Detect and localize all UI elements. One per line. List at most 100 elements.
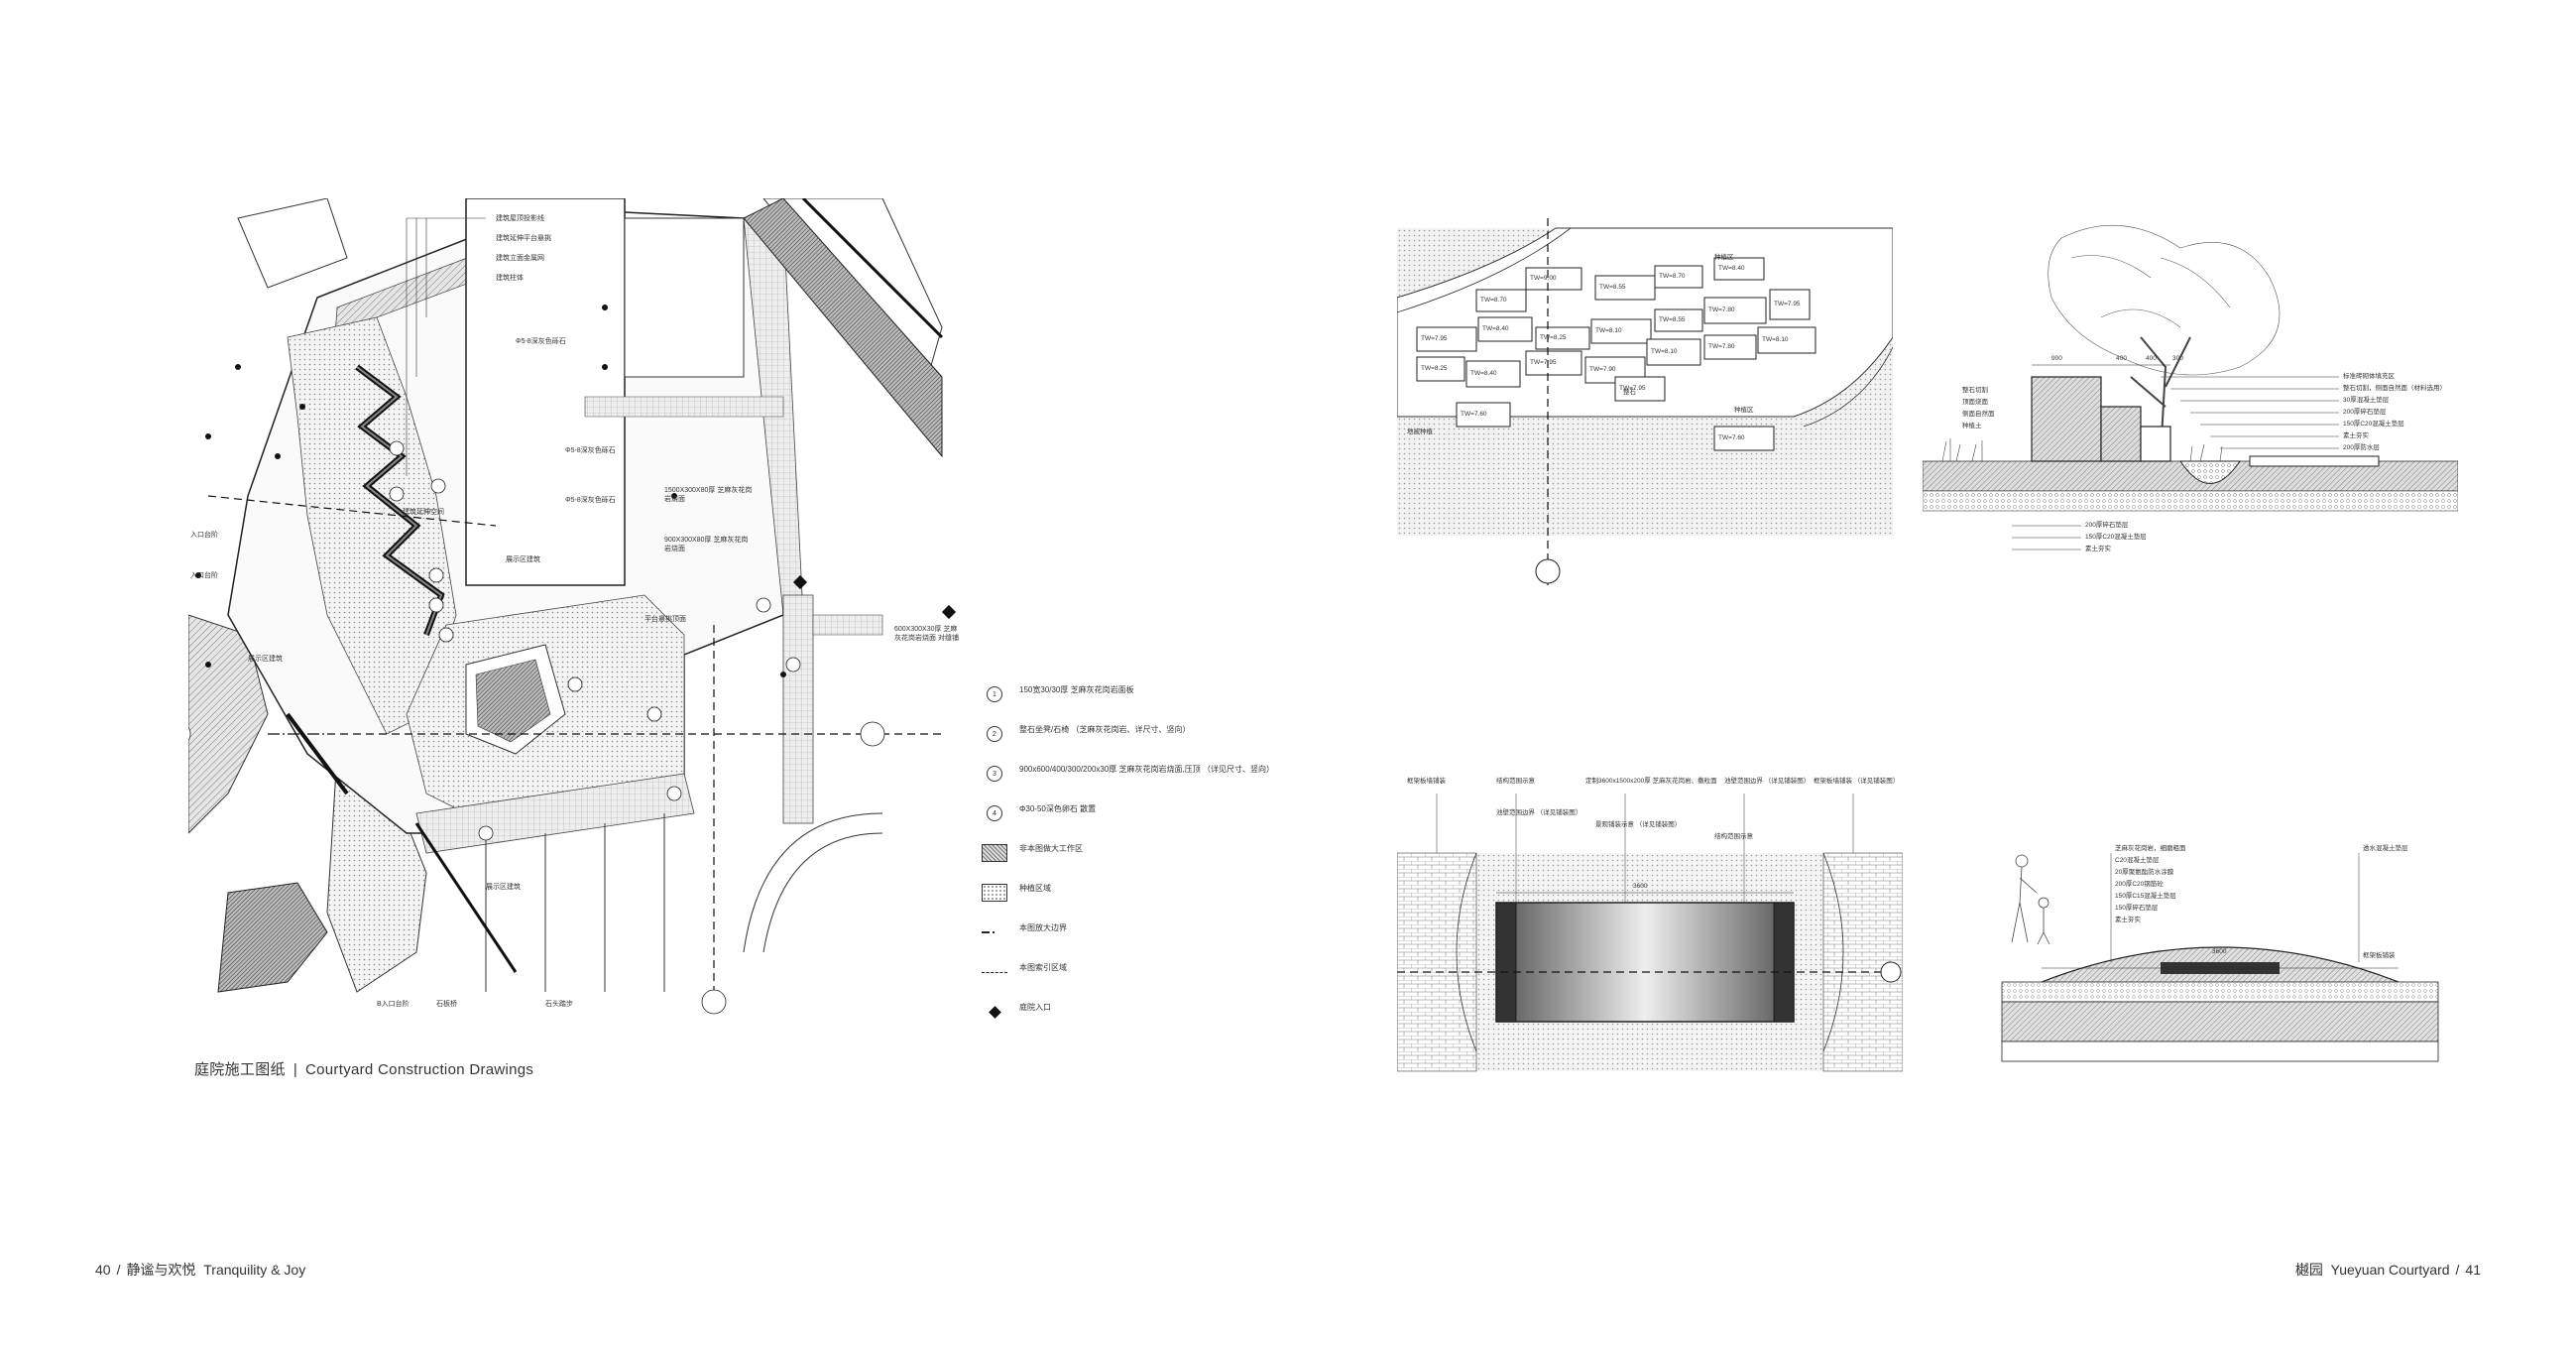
plan-label-left-building: 展示区建筑 xyxy=(248,656,283,663)
legend-item: 种植区域 xyxy=(982,883,1279,905)
stepping-stone xyxy=(1535,326,1590,350)
stepping-stone xyxy=(1477,316,1533,342)
site-plan-svg xyxy=(188,198,957,1015)
stone-elevation-label: TW=7.80 xyxy=(1708,306,1735,313)
section-b-note: 框架板墙铺装 （详见铺装图） xyxy=(1814,778,1900,785)
section-c-note: C20混凝土垫层 xyxy=(2115,857,2160,864)
section-c-note: 20厚聚氨酯防水涂膜 xyxy=(2115,869,2174,876)
folio-left: 40/静谧与欢悦 Tranquility & Joy xyxy=(95,1260,305,1280)
section-a-left-note: 整石切割 xyxy=(1962,387,1988,394)
legend-symbol: 2 xyxy=(982,724,1007,744)
stepping-stone xyxy=(1594,275,1656,301)
stone-elevation-label: TW=7.95 xyxy=(1530,359,1557,366)
folio-right-slash: / xyxy=(2455,1262,2460,1278)
stepping-stone xyxy=(1713,426,1775,451)
section-a-note: 素土夯实 xyxy=(2343,432,2369,439)
folio-left-slash: / xyxy=(116,1262,121,1278)
entrance-diamond-icon xyxy=(988,1005,1001,1019)
section-c-right-note: 透水混凝土垫层 xyxy=(2363,845,2408,852)
section-a-bottom-note: 素土夯实 xyxy=(2085,546,2111,552)
legend-symbol xyxy=(982,883,1007,903)
stone-elevation-label: TW=7.60 xyxy=(1718,434,1745,441)
hatch-swatch-icon xyxy=(982,844,1007,862)
section-a-dimension: 400 xyxy=(2116,355,2127,362)
plan-label-bottom-3: 石头踏步 xyxy=(545,1001,573,1008)
section-b-note: 定制3600x1500x200厚 芝麻灰花岗岩、撒粒面 xyxy=(1585,778,1717,785)
detail-plan-svg xyxy=(1397,218,1893,585)
section-c-note: 素土夯实 xyxy=(2115,917,2141,923)
plan-label-top-1: 建筑屋顶投影线 xyxy=(496,215,544,222)
section-a-dimension: 300 xyxy=(2172,355,2183,362)
stone-elevation-label: TW=7.80 xyxy=(1708,343,1735,350)
stone-elevation-label: TW=8.10 xyxy=(1651,348,1678,355)
stepping-stone xyxy=(1713,257,1765,281)
legend-text: 非本图做大工作区 xyxy=(1019,844,1083,853)
stone-elevation-label: TW=8.40 xyxy=(1482,325,1509,332)
stone-bridge-section: 框架板墙铺装结构范围示意定制3600x1500x200厚 芝麻灰花岗岩、撒粒面池… xyxy=(1397,774,1903,1081)
stone-elevation-label: TW=9.00 xyxy=(1530,275,1557,282)
legend-text: 本图放大边界 xyxy=(1019,923,1067,932)
section-c-note: 150厚C15混凝土垫层 xyxy=(2115,893,2176,900)
stepping-stone xyxy=(1654,265,1703,289)
dashed-line-icon xyxy=(982,971,1007,973)
folio-left-title-en: Tranquility & Joy xyxy=(203,1262,306,1278)
stepping-stone xyxy=(1703,297,1767,324)
legend-text: 本图索引区域 xyxy=(1019,963,1067,972)
stone-elevation-label: TW=8.10 xyxy=(1595,327,1622,334)
plan-label-bottom-2: 石板桥 xyxy=(436,1001,457,1008)
section-a-dimension: 900 xyxy=(2051,355,2062,362)
plan-label-bottom-1: B入口台阶 xyxy=(377,1001,410,1008)
legend-symbol xyxy=(982,843,1007,863)
legend-item: 本图放大边界 xyxy=(982,922,1279,944)
detail-note-3: 种植区 xyxy=(1734,407,1754,414)
courtyard-site-plan: 建筑屋顶投影线 建筑延伸平台悬挑 建筑立面金属网 建筑柱体 展示区建筑 展示区建… xyxy=(188,198,962,1032)
stone-elevation-label: TW=7.95 xyxy=(1774,301,1801,307)
section-a-svg xyxy=(1923,224,2458,551)
detail-note-2: 整石 xyxy=(1623,389,1636,396)
stone-elevation-label: TW=8.10 xyxy=(1762,336,1789,343)
legend-number-badge: 1 xyxy=(987,686,1002,702)
section-c-note: 150厚碎石垫层 xyxy=(2115,905,2159,912)
section-b-note: 框架板墙铺装 xyxy=(1407,778,1446,785)
plan-label-entrance-1: 入口台阶 xyxy=(190,532,218,539)
folio-right-number: 41 xyxy=(2465,1262,2481,1278)
folio-left-number: 40 xyxy=(95,1262,111,1278)
legend-item: 非本图做大工作区 xyxy=(982,843,1279,865)
plan-label-top-3: 建筑立面金属网 xyxy=(496,255,544,262)
plan-label-courtyard-building: 展示区建筑 xyxy=(506,556,540,563)
stepping-stone xyxy=(1757,326,1816,354)
stone-elevation-label: TW=8.40 xyxy=(1718,265,1745,272)
section-a-left-note: 侧面自然面 xyxy=(1962,411,1995,418)
legend-item: 庭院入口 xyxy=(982,1002,1279,1024)
stepping-stone xyxy=(1465,360,1521,388)
stone-elevation-label: TW=8.55 xyxy=(1659,316,1686,323)
legend-text: 900x600/400/300/200x30厚 芝麻灰花岗岩烧面,压顶 （详见尺… xyxy=(1019,765,1274,774)
detail-note-1: 种植区 xyxy=(1714,254,1734,261)
stepping-stone xyxy=(1769,289,1811,320)
figure-caption: 庭院施工图纸|Courtyard Construction Drawings xyxy=(194,1058,533,1079)
section-a-bottom-note: 200厚碎石垫层 xyxy=(2085,522,2129,529)
section-b-sub-note: 结构范围示意 xyxy=(1714,833,1753,840)
stepping-stone xyxy=(1416,356,1465,382)
section-c-dim: 3600 xyxy=(2212,948,2227,955)
section-b-sub-note: 景观铺装示意 （详见铺装图） xyxy=(1595,821,1682,828)
plan-label-stone-2: Φ5-8深灰色砾石 xyxy=(565,447,616,454)
legend-symbol xyxy=(982,922,1007,942)
stepping-stone xyxy=(1456,402,1511,428)
stepping-stone xyxy=(1525,350,1582,376)
stepping-stone xyxy=(1646,338,1701,366)
stepping-stone xyxy=(1525,267,1582,291)
plan-label-stone-1: Φ5-8深灰色砾石 xyxy=(516,338,566,345)
caption-separator: | xyxy=(293,1061,298,1078)
legend-item: 本图索引区域 xyxy=(982,962,1279,984)
section-a-note: 30厚混凝土垫层 xyxy=(2343,397,2390,404)
plan-label-stone-3: Φ5-8深灰色砾石 xyxy=(565,497,616,504)
stepping-stone xyxy=(1614,376,1666,402)
legend-symbol: 3 xyxy=(982,764,1007,784)
section-c-note: 芝麻灰花岗岩，细磨粗面 xyxy=(2115,845,2186,852)
section-c-svg xyxy=(2001,853,2439,1062)
